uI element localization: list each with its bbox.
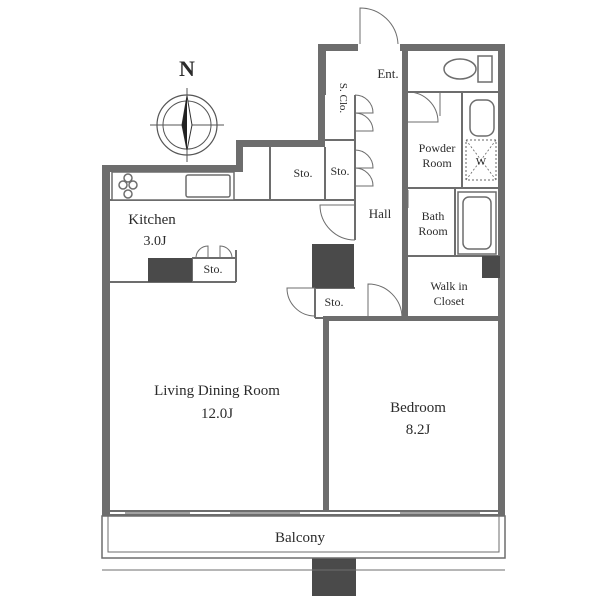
label-bath-room-line1: Bath: [422, 209, 445, 223]
toilet-icon: [443, 55, 493, 83]
label-washer: W: [476, 156, 487, 168]
label-hall: Hall: [369, 206, 392, 221]
label-bath-room-line2: Room: [418, 224, 448, 238]
bathtub-icon: [457, 191, 497, 255]
compass-rose-icon: [150, 88, 224, 162]
compass-north-label: N: [179, 56, 195, 81]
pillar: [148, 258, 192, 282]
washer-icon: [465, 139, 497, 181]
pillar: [312, 244, 354, 288]
label-kitchen-storage: Sto.: [203, 262, 222, 276]
label-entrance: Ent.: [377, 66, 398, 81]
pillar: [482, 256, 500, 278]
label-living-dining: Living Dining Room: [154, 383, 280, 399]
label-bedroom-size: 8.2J: [406, 422, 431, 438]
label-bedroom: Bedroom: [390, 400, 446, 416]
doors: [195, 7, 441, 319]
label-powder-room-line1: Powder: [419, 141, 456, 155]
balcony-outline: [101, 515, 506, 571]
label-kitchen: Kitchen: [128, 212, 176, 228]
pillar: [312, 558, 356, 596]
label-living-dining-size: 12.0J: [201, 406, 233, 422]
label-walk-in-closet-line2: Closet: [434, 294, 465, 308]
label-powder-room-line2: Room: [422, 156, 452, 170]
label-balcony: Balcony: [275, 530, 325, 546]
washbasin-icon: [469, 99, 495, 137]
label-shoe-closet: S. Clo.: [337, 83, 349, 114]
label-hall-storage-lower: Sto.: [324, 295, 343, 309]
kitchen-counter: [111, 171, 235, 201]
label-storage-hall: Sto.: [330, 164, 349, 178]
label-storage-top: Sto.: [293, 166, 312, 180]
label-walk-in-closet-line1: Walk in: [430, 279, 467, 293]
label-kitchen-size: 3.0J: [144, 234, 168, 249]
